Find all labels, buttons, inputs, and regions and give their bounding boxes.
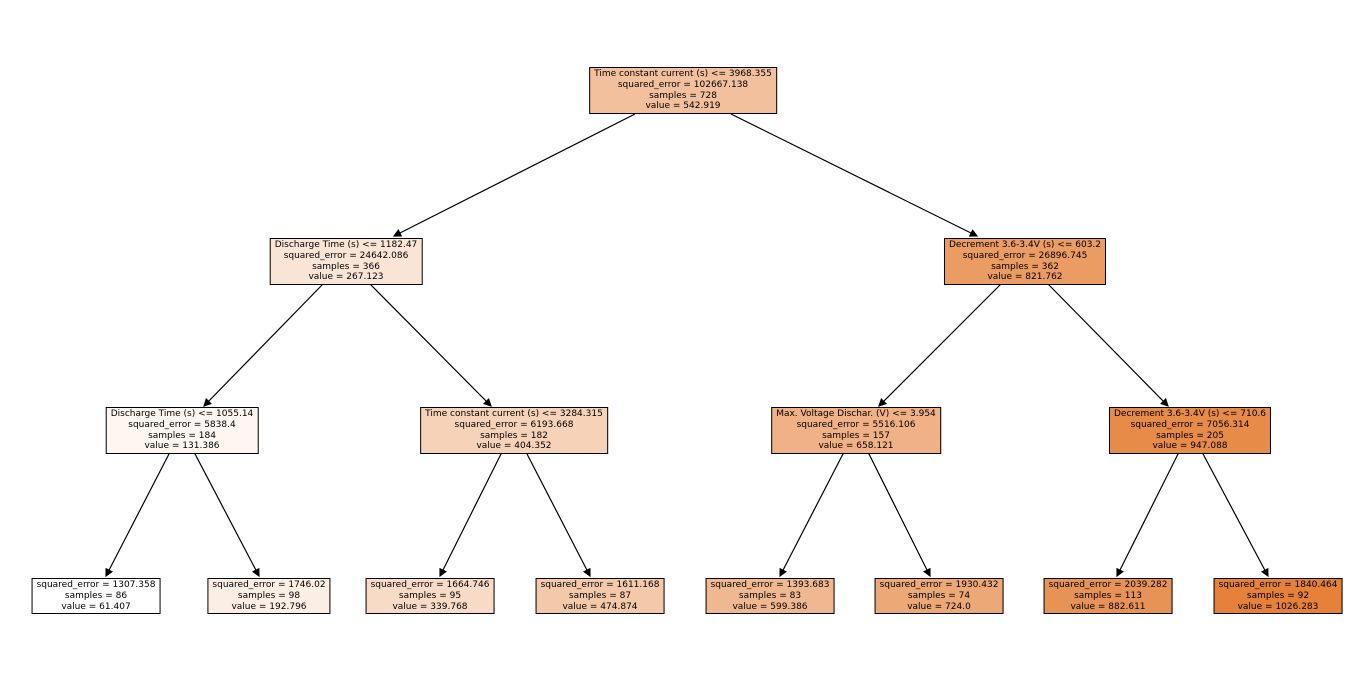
tree-node-root: Time constant current (s) <= 3968.355 sq… (589, 67, 777, 115)
edge-d1-right-to-d2-4 (1047, 283, 1169, 407)
tree-node-leaf-4: squared_error = 1611.168 samples = 87 va… (535, 578, 665, 615)
tree-node-d2-2: Time constant current (s) <= 3284.315 sq… (420, 407, 608, 455)
tree-node-leaf-2: squared_error = 1746.02 samples = 98 val… (207, 578, 331, 615)
tree-node-leaf-5: squared_error = 1393.683 samples = 83 va… (705, 578, 835, 615)
tree-node-d2-3: Max. Voltage Dischar. (V) <= 3.954 squar… (771, 407, 941, 455)
tree-node-leaf-3: squared_error = 1664.746 samples = 95 va… (365, 578, 495, 615)
tree-node-d1-left: Discharge Time (s) <= 1182.47 squared_er… (269, 238, 423, 286)
edge-d2-1-to-leaf-2 (193, 451, 260, 578)
tree-node-leaf-6: squared_error = 1930.432 samples = 74 va… (874, 578, 1004, 615)
edge-d2-3-to-leaf-5 (779, 451, 845, 578)
edge-d2-1-to-leaf-1 (105, 451, 171, 578)
edge-d2-4-to-leaf-8 (1201, 451, 1269, 578)
edge-root-to-d1-left (392, 113, 636, 237)
edge-d1-left-to-d2-1 (203, 283, 324, 407)
edge-d2-4-to-leaf-7 (1116, 451, 1180, 578)
tree-node-leaf-1: squared_error = 1307.358 samples = 86 va… (31, 578, 161, 615)
tree-node-d2-4: Decrement 3.6-3.4V (s) <= 710.6 squared_… (1108, 407, 1272, 455)
edge-d1-right-to-d2-3 (878, 283, 1002, 407)
edge-d1-left-to-d2-2 (369, 283, 492, 407)
tree-node-d2-1: Discharge Time (s) <= 1055.14 squared_er… (105, 407, 259, 455)
tree-node-leaf-7: squared_error = 2039.282 samples = 113 v… (1043, 578, 1173, 615)
edge-d2-2-to-leaf-4 (525, 451, 591, 578)
edge-d2-3-to-leaf-6 (867, 451, 931, 578)
edge-root-to-d1-right (730, 113, 979, 237)
tree-node-leaf-8: squared_error = 1840.464 samples = 92 va… (1213, 578, 1343, 615)
tree-node-d1-right: Decrement 3.6-3.4V (s) <= 603.2 squared_… (943, 238, 1107, 286)
edge-d2-2-to-leaf-3 (439, 451, 503, 578)
